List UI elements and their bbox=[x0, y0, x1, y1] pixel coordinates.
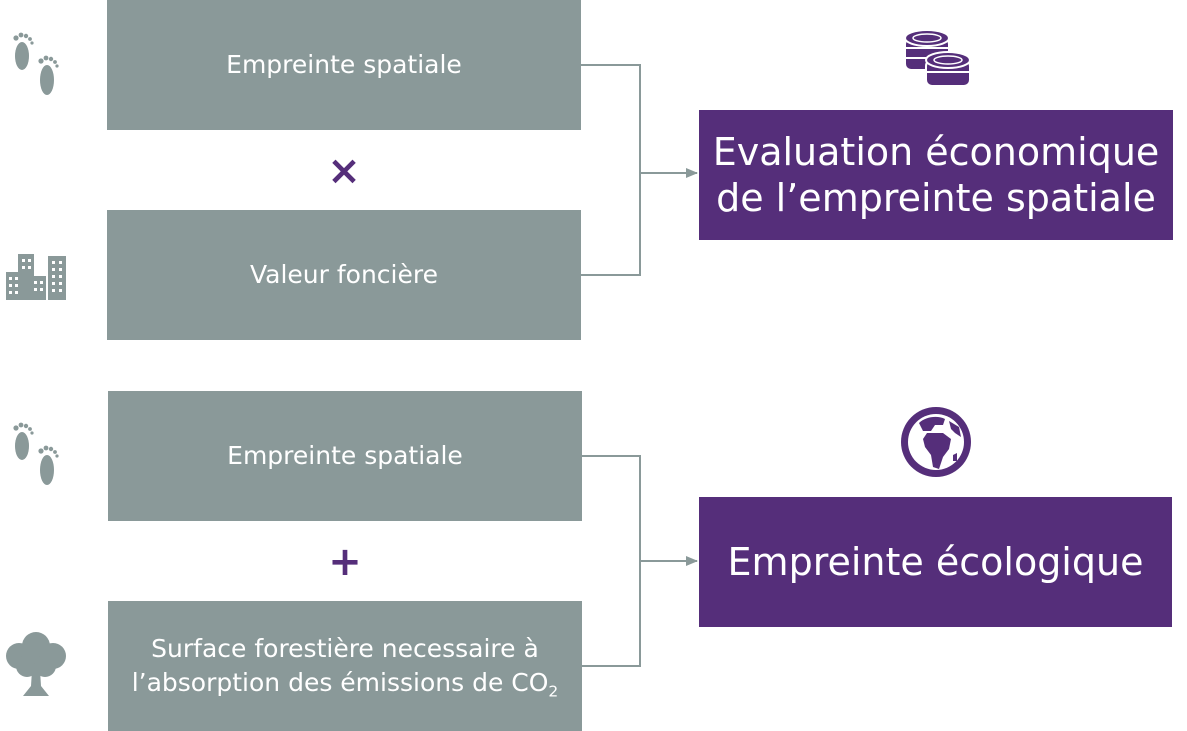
buildings-icon bbox=[4, 250, 68, 300]
input-label: Valeur foncière bbox=[249, 260, 438, 290]
coins-icon bbox=[900, 26, 974, 90]
input-label: Empreinte spatiale bbox=[227, 441, 463, 471]
input-label: Surface forestière necessaire à l’absorp… bbox=[132, 632, 559, 700]
input-box-surface-forestiere: Surface forestière necessaire à l’absorp… bbox=[108, 601, 582, 731]
input-box-valeur-fonciere: Valeur foncière bbox=[107, 210, 581, 340]
input-label-line2: l’absorption des émissions de CO bbox=[131, 668, 549, 697]
result-label-line2: de l’empreinte spatiale bbox=[716, 176, 1156, 220]
result-box-empreinte-ecologique: Empreinte écologique bbox=[699, 497, 1172, 627]
globe-icon bbox=[897, 403, 975, 481]
footprints-icon bbox=[10, 420, 64, 490]
multiply-operator: × bbox=[327, 148, 361, 194]
input-label-line1: Surface forestière necessaire à bbox=[151, 634, 539, 664]
footprints-icon bbox=[10, 30, 64, 100]
result-box-evaluation-economique: Evaluation économique de l’empreinte spa… bbox=[699, 110, 1173, 240]
co2-subscript: 2 bbox=[548, 682, 559, 701]
result-label: Empreinte écologique bbox=[727, 539, 1144, 584]
connector-group1 bbox=[581, 64, 697, 276]
input-label: Empreinte spatiale bbox=[226, 50, 462, 80]
input-box-empreinte-spatiale-2: Empreinte spatiale bbox=[108, 391, 582, 521]
plus-operator: + bbox=[328, 539, 362, 585]
input-box-empreinte-spatiale-1: Empreinte spatiale bbox=[107, 0, 581, 130]
tree-icon bbox=[3, 630, 69, 698]
connector-group2 bbox=[581, 455, 697, 667]
result-label-line1: Evaluation économique bbox=[712, 129, 1160, 174]
